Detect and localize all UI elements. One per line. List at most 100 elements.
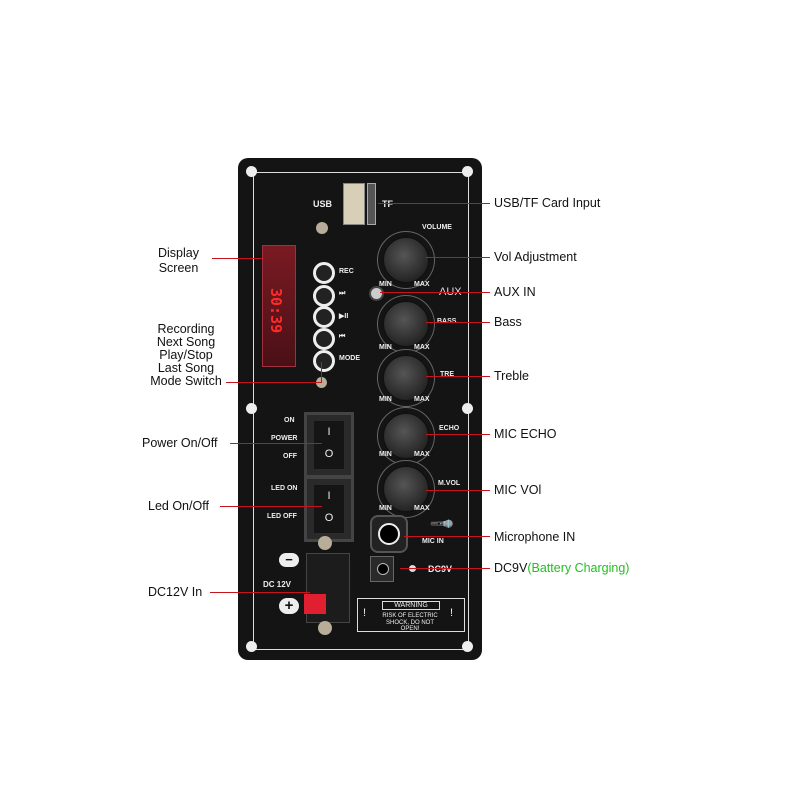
warning-triangle-icon: ! <box>363 607 367 619</box>
bass-label: BASS <box>437 318 456 325</box>
callout-mic-in: Microphone IN <box>494 530 576 544</box>
red-terminal-lever[interactable] <box>304 594 326 614</box>
prev-label: ⏮ <box>339 333 346 340</box>
callout-bass: Bass <box>494 315 522 329</box>
callout-line <box>426 322 490 324</box>
treble-knob[interactable] <box>382 354 430 402</box>
volume-knob[interactable] <box>382 236 430 284</box>
off-mark: O <box>324 448 334 460</box>
echo-label: ECHO <box>439 425 460 432</box>
echo-knob[interactable] <box>382 412 430 460</box>
min-label: MIN <box>379 281 392 288</box>
mic-in-label: MIC IN <box>422 538 444 545</box>
max-label: MAX <box>414 281 430 288</box>
callout-treble: Treble <box>494 369 529 383</box>
max-label: MAX <box>414 396 430 403</box>
mode-button[interactable] <box>313 350 335 372</box>
treble-label: TRE <box>440 371 454 378</box>
screw-icon <box>318 621 332 635</box>
play-pause-button[interactable] <box>313 306 335 328</box>
on-mark: I <box>327 426 331 438</box>
screw-icon <box>316 222 328 234</box>
callout-mic-volume: MIC VOl <box>494 483 542 497</box>
callout-line <box>426 257 490 259</box>
next-button[interactable] <box>313 285 335 307</box>
mic-volume-knob[interactable] <box>382 465 430 513</box>
callout-line <box>321 362 323 382</box>
callout-line <box>426 376 490 378</box>
min-label: MIN <box>379 505 392 512</box>
prev-button[interactable] <box>313 328 335 350</box>
on-mark: I <box>327 490 331 502</box>
max-label: MAX <box>414 344 430 351</box>
tf-card-slot[interactable] <box>367 183 376 225</box>
callout-line <box>426 490 490 492</box>
max-label: MAX <box>414 451 430 458</box>
panel-border <box>253 172 469 650</box>
callout-line <box>226 382 322 384</box>
callout-power: Power On/Off <box>142 436 218 450</box>
max-label: MAX <box>414 505 430 512</box>
dc9v-jack[interactable] <box>370 556 394 582</box>
screw-hole <box>462 641 473 652</box>
callout-volume: Vol Adjustment <box>494 250 577 264</box>
warning-line: RISK OF ELECTRIC <box>382 613 438 619</box>
minus-icon: − <box>279 553 299 567</box>
plus-icon: + <box>279 598 299 614</box>
display-screen: 30:39 <box>262 245 296 367</box>
screw-hole <box>246 641 257 652</box>
callout-line <box>210 592 310 594</box>
min-label: MIN <box>379 344 392 351</box>
aux-jack[interactable] <box>369 286 384 301</box>
screw-hole <box>246 166 257 177</box>
bass-knob[interactable] <box>382 300 430 348</box>
warning-label: ! WARNING RISK OF ELECTRIC SHOCK, DO NOT… <box>357 598 465 632</box>
screw-hole <box>462 403 473 414</box>
mode-label: MODE <box>339 355 360 362</box>
battery-charging-note: (Battery Charging) <box>527 561 630 575</box>
warning-line: SHOCK, DO NOT OPEN! <box>385 620 434 632</box>
rec-button[interactable] <box>313 262 335 284</box>
usb-label: USB <box>313 199 333 209</box>
power-label: POWER <box>271 435 298 442</box>
min-label: MIN <box>379 396 392 403</box>
mic-volume-label: M.VOL <box>438 480 461 487</box>
min-label: MIN <box>379 451 392 458</box>
rec-label: REC <box>339 268 354 275</box>
display-digits: 30:39 <box>267 288 285 334</box>
screw-icon <box>318 536 332 550</box>
play-pause-label: ▶II <box>339 313 349 320</box>
power-off-label: OFF <box>283 453 297 460</box>
callout-aux: AUX IN <box>494 285 536 299</box>
callout-line <box>404 536 490 538</box>
led-off-label: LED OFF <box>267 513 297 520</box>
usb-port[interactable] <box>343 183 365 225</box>
amplifier-panel <box>238 158 482 660</box>
callout-line <box>426 434 490 436</box>
callout-led: Led On/Off <box>148 499 209 513</box>
volume-label: VOLUME <box>422 224 452 231</box>
mic-in-jack[interactable] <box>370 515 408 553</box>
callout-line <box>380 292 490 294</box>
next-label: ⏭ <box>339 290 346 297</box>
callout-line <box>378 203 490 205</box>
callout-line <box>400 568 490 570</box>
off-mark: O <box>324 512 334 524</box>
callout-usb-tf: USB/TF Card Input <box>494 196 601 210</box>
power-on-label: ON <box>284 417 295 424</box>
callout-dc9v: DC9V(Battery Charging) <box>494 561 630 575</box>
callout-dc12v: DC12V In <box>148 585 203 599</box>
callout-line <box>230 443 322 445</box>
callout-line <box>212 258 264 260</box>
callout-echo: MIC ECHO <box>494 427 557 441</box>
dc12v-label: DC 12V <box>263 580 292 589</box>
warning-triangle-icon: ! <box>450 607 454 619</box>
led-on-label: LED ON <box>271 485 298 492</box>
callout-line <box>220 506 322 508</box>
screw-hole <box>246 403 257 414</box>
warning-title: WARNING <box>382 601 440 610</box>
